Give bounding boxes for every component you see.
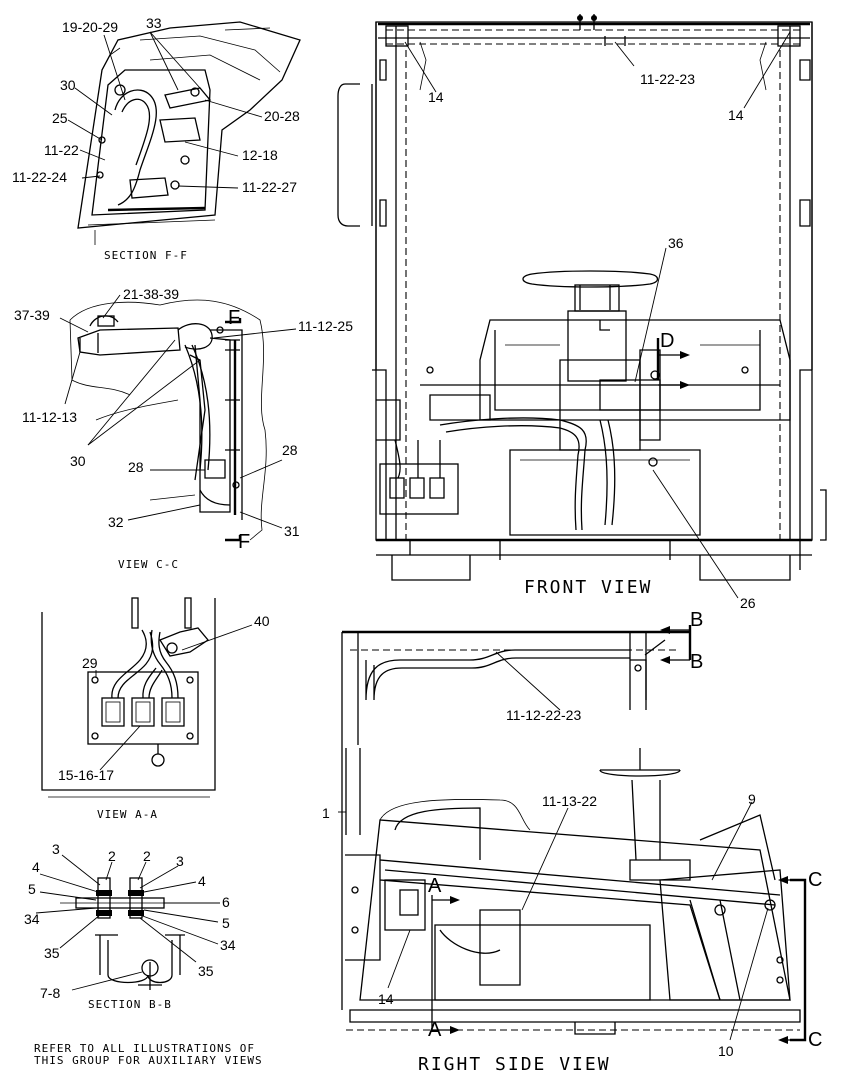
callout-11-12-25: 11-12-25: [298, 318, 353, 334]
callout-28-right: 28: [282, 442, 298, 458]
caption-front-view: FRONT VIEW: [524, 577, 652, 598]
note-line-1: REFER TO ALL ILLUSTRATIONS OF: [34, 1042, 255, 1055]
callout-11-22-23: 11-22-23: [640, 71, 695, 87]
caption-view-c-c: VIEW C-C: [118, 558, 179, 571]
callout-4-left: 4: [32, 859, 40, 875]
callout-31: 31: [284, 523, 300, 539]
callout-19-20-29: 19-20-29: [62, 19, 118, 35]
caption-section-f-f: SECTION F-F: [104, 249, 188, 262]
right-side-view: 11-12-22-23 1 11-13-22 9 14 10 B B C C A…: [322, 609, 822, 1075]
section-letter-a-bottom: A: [428, 1019, 442, 1041]
callout-11-22: 11-22: [44, 142, 79, 158]
note-line-2: THIS GROUP FOR AUXILIARY VIEWS: [34, 1054, 263, 1067]
callout-14-front-right: 14: [728, 107, 744, 123]
callout-3-right: 3: [176, 853, 184, 869]
caption-view-a-a: VIEW A-A: [97, 808, 158, 821]
callout-34-left: 34: [24, 911, 40, 927]
caption-section-b-b: SECTION B-B: [88, 998, 172, 1011]
callout-14-side: 14: [378, 991, 394, 1007]
section-letter-c-top: C: [808, 869, 822, 891]
callout-37-39: 37-39: [14, 307, 50, 323]
callout-35-right: 35: [198, 963, 214, 979]
callout-11-22-27: 11-22-27: [242, 179, 297, 195]
callout-9: 9: [748, 791, 756, 807]
front-view: 11-22-23 14 14 36 26 D FRONT VIEW: [337, 14, 827, 611]
callout-1: 1: [322, 805, 330, 821]
callout-5-left: 5: [28, 881, 36, 897]
auxiliary-note: REFER TO ALL ILLUSTRATIONS OF THIS GROUP…: [34, 1042, 263, 1067]
view-c-c: 21-38-39 37-39 11-12-25 11-12-13 30 28 2…: [14, 286, 353, 571]
callout-30: 30: [60, 77, 76, 93]
callout-7-8: 7-8: [40, 985, 60, 1001]
view-a-a: 40 29 15-16-17 VIEW A-A: [41, 597, 270, 821]
section-letter-d: D: [660, 330, 674, 352]
callout-6: 6: [222, 894, 230, 910]
callout-12-18: 12-18: [242, 147, 278, 163]
callout-26: 26: [740, 595, 756, 611]
callout-35-left: 35: [44, 945, 60, 961]
callout-14-front-left: 14: [428, 89, 444, 105]
callout-2-right: 2: [143, 848, 151, 864]
section-b-b: 3 2 2 3 4 4 5 6 34 5 35 34 35 7-8 SECTIO…: [24, 841, 236, 1011]
section-letter-b-top: B: [690, 609, 703, 631]
callout-5-right: 5: [222, 915, 230, 931]
callout-11-12-22-23: 11-12-22-23: [506, 707, 581, 723]
callout-15-16-17: 15-16-17: [58, 767, 114, 783]
callout-34-right: 34: [220, 937, 236, 953]
callout-2-left: 2: [108, 848, 116, 864]
callout-29: 29: [82, 655, 98, 671]
callout-10: 10: [718, 1043, 734, 1059]
section-letter-c-bottom: C: [808, 1029, 822, 1051]
callout-11-13-22: 11-13-22: [542, 793, 597, 809]
section-letter-f-bottom: F: [238, 531, 250, 553]
callout-25: 25: [52, 110, 68, 126]
section-f-f: 19-20-29 33 30 25 20-28 11-22 12-18 11-2…: [12, 15, 301, 262]
section-letter-a-top: A: [428, 875, 442, 897]
section-letter-b-bottom: B: [690, 651, 703, 673]
callout-30-view-c: 30: [70, 453, 86, 469]
caption-right-side-view: RIGHT SIDE VIEW: [418, 1054, 611, 1075]
callout-32: 32: [108, 514, 124, 530]
callout-3-left: 3: [52, 841, 60, 857]
callout-28-left: 28: [128, 459, 144, 475]
callout-33: 33: [146, 15, 162, 31]
callout-40: 40: [254, 613, 270, 629]
callout-21-38-39: 21-38-39: [123, 286, 179, 302]
callout-20-28: 20-28: [264, 108, 300, 124]
callout-36: 36: [668, 235, 684, 251]
section-letter-f-top: F: [228, 307, 240, 329]
callout-11-22-24: 11-22-24: [12, 169, 67, 185]
callout-4-right: 4: [198, 873, 206, 889]
callout-11-12-13: 11-12-13: [22, 409, 77, 425]
